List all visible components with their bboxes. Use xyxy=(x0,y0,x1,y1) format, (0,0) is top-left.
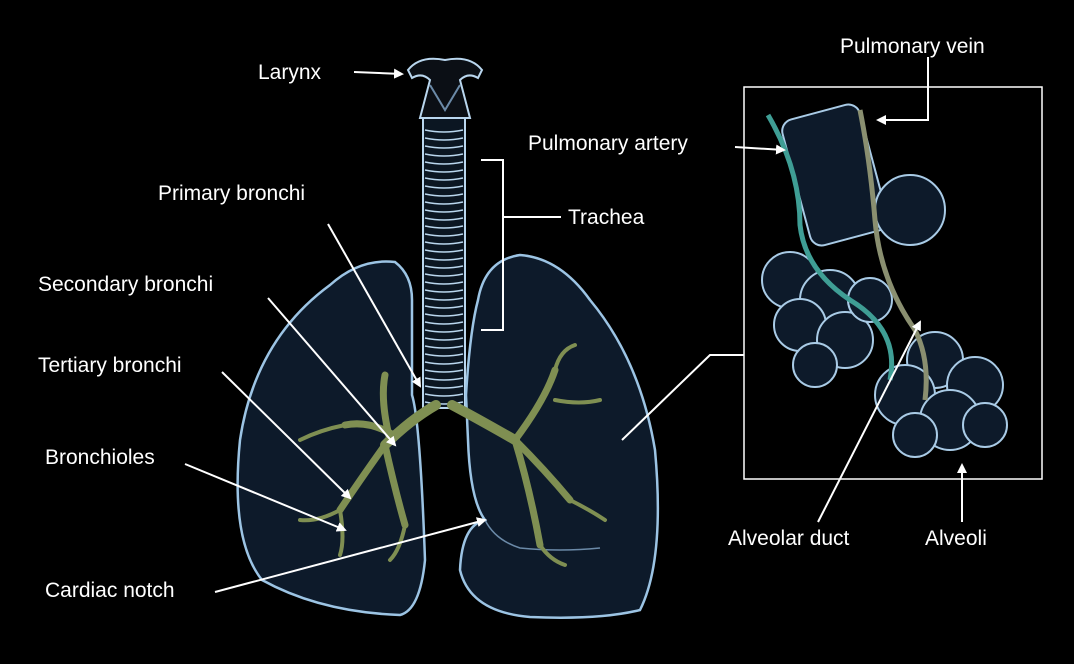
label-tertiary-bronchi: Tertiary bronchi xyxy=(38,355,182,376)
pulmonary-vein-pointer xyxy=(878,57,928,120)
label-cardiac-notch: Cardiac notch xyxy=(45,580,175,601)
label-pulmonary-artery: Pulmonary artery xyxy=(528,133,688,154)
label-secondary-bronchi: Secondary bronchi xyxy=(38,274,213,295)
alveoli-cluster xyxy=(762,102,1007,457)
label-bronchioles: Bronchioles xyxy=(45,447,155,468)
label-primary-bronchi: Primary bronchi xyxy=(158,183,305,204)
larynx xyxy=(408,59,482,118)
label-alveolar-duct: Alveolar duct xyxy=(728,528,849,549)
label-alveoli: Alveoli xyxy=(925,528,987,549)
label-pulmonary-vein: Pulmonary vein xyxy=(840,36,985,57)
label-larynx: Larynx xyxy=(258,62,321,83)
trachea xyxy=(423,118,465,408)
pulmonary-artery-pointer xyxy=(735,147,784,150)
label-trachea: Trachea xyxy=(568,207,644,228)
larynx-pointer xyxy=(354,72,402,74)
